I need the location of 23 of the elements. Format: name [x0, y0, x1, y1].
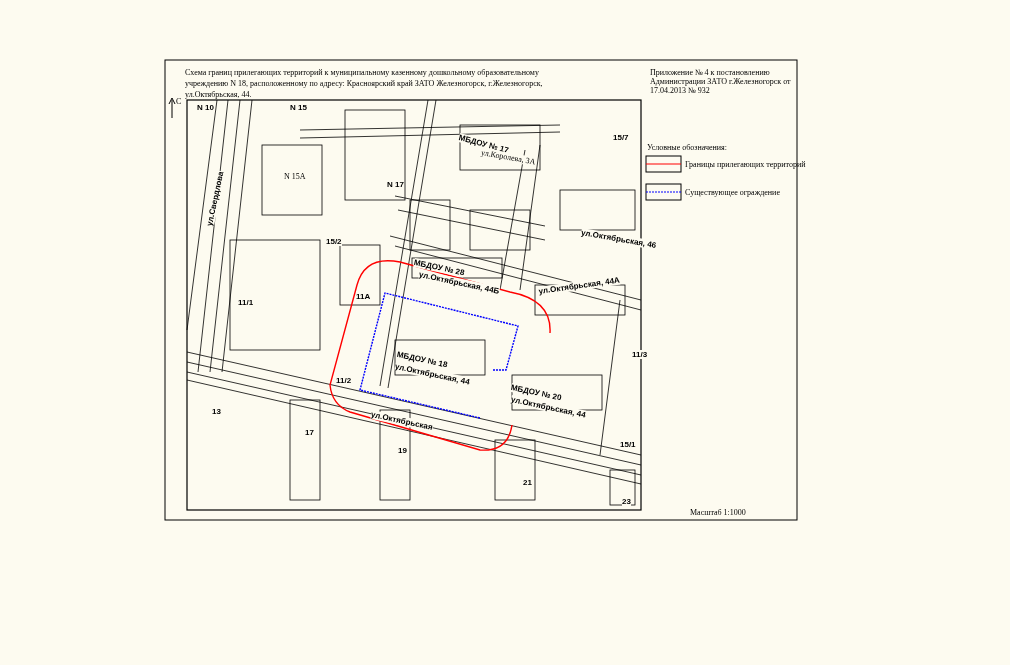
legend-label: Границы прилегающих территорий	[685, 160, 806, 169]
building-number: N 15А	[284, 172, 306, 181]
building-number: 15/7	[613, 133, 629, 142]
building-number: 19	[398, 446, 407, 455]
scale-label: Масштаб 1:1000	[690, 508, 746, 517]
building-number: N 17	[387, 180, 404, 189]
annex-note: Приложение № 4 к постановлению Администрации ЗАТО г.Железногорск от 17.04.2013 № 932	[650, 68, 792, 95]
legend-label: Существующее ограждение	[685, 188, 780, 197]
map-title: Схема границ прилегающих территорий к муниципальному казенному дошкольному образовательному учреждению N 18, расположенному по адресу: Красноярский край ЗАТО Железногорск, г.Железногорск, ул.Октябрьская, 44.	[185, 67, 544, 100]
building-number: N 15	[290, 103, 307, 112]
north-label: С	[176, 97, 182, 106]
building-number: 11/3	[632, 350, 648, 359]
building-number: 11А	[356, 292, 371, 301]
building-number: 15/2	[326, 237, 342, 246]
building-number: 23	[622, 497, 631, 506]
building-number: 11/2	[336, 376, 352, 385]
building-number: 11/1	[238, 298, 254, 307]
legend-heading: Условные обозначения:	[647, 143, 727, 152]
building-number: 15/1	[620, 440, 636, 449]
building-number: 13	[212, 407, 221, 416]
building-number: 21	[523, 478, 532, 487]
building-number: 17	[305, 428, 314, 437]
building-number: N 10	[197, 103, 214, 112]
